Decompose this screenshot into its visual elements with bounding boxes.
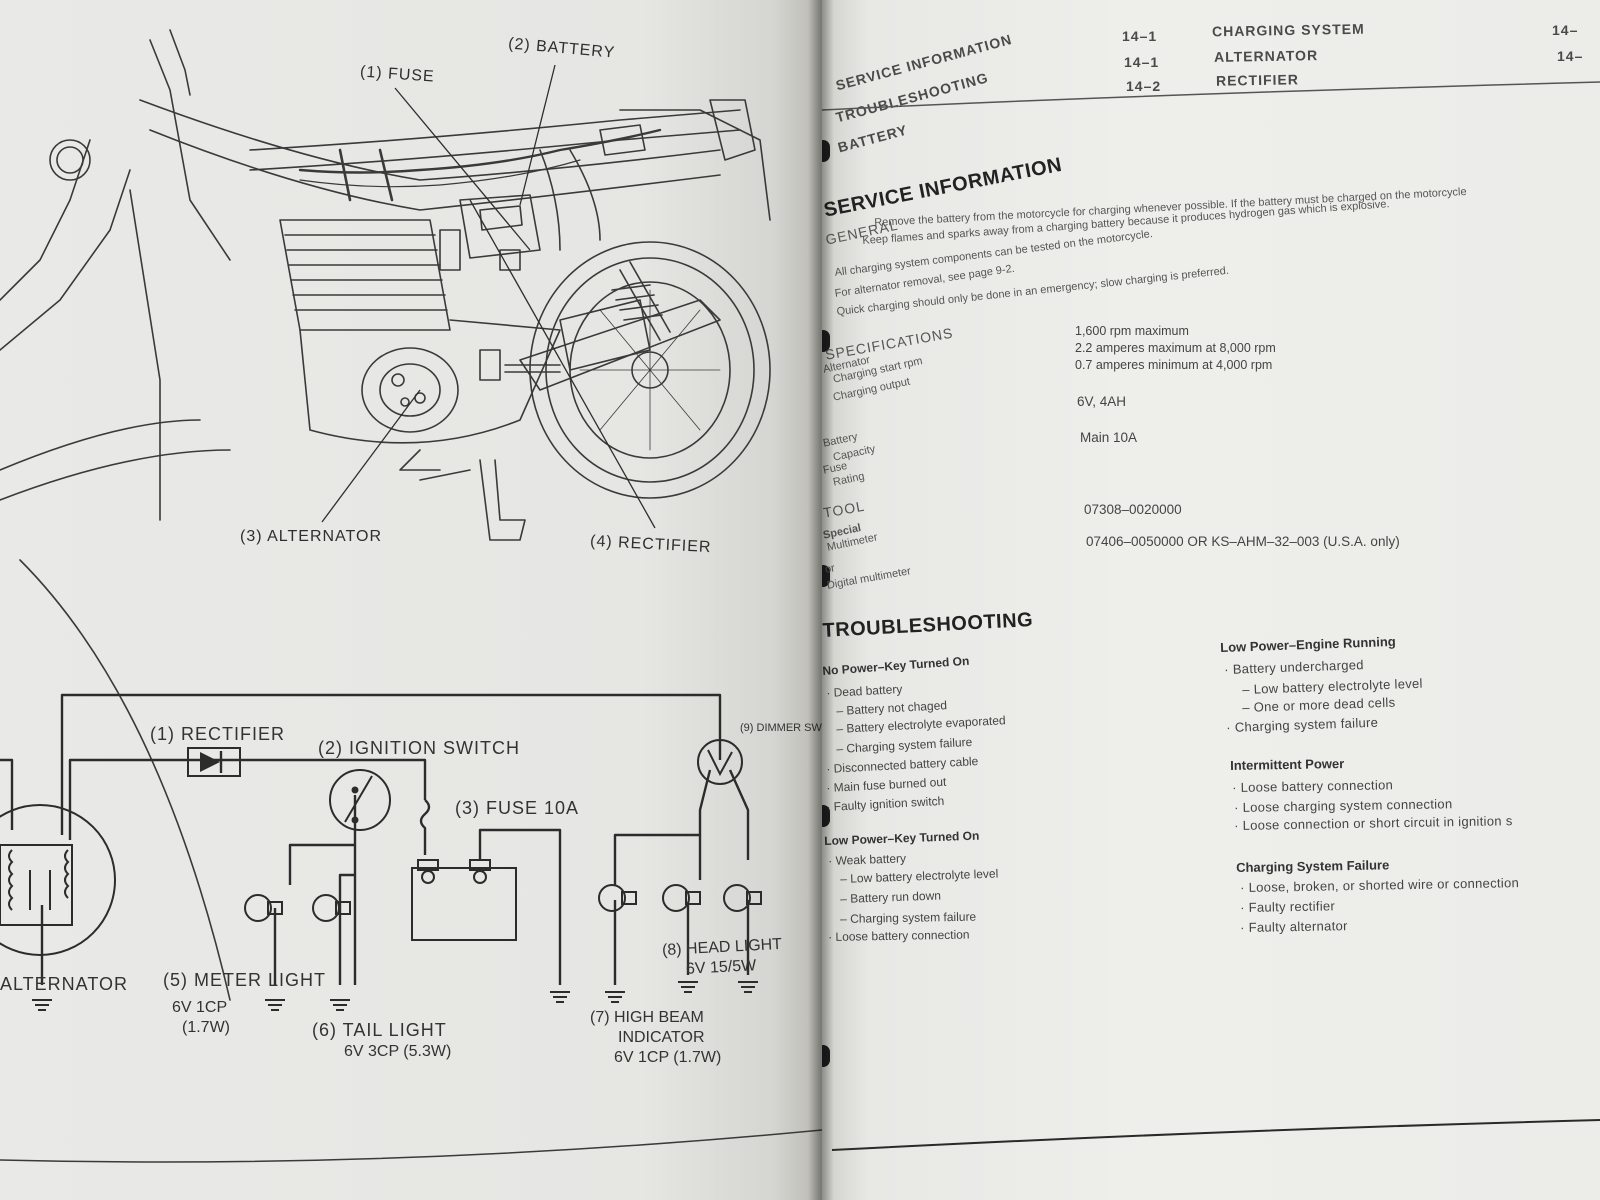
binding-hole — [822, 140, 830, 162]
bulbs — [244, 884, 762, 922]
toc-page-2: 14–1 — [1124, 54, 1160, 70]
right-page: SERVICE INFORMATION TROUBLESHOOTING BATT… — [822, 0, 1600, 1200]
binding-hole — [822, 1045, 830, 1067]
tool-multimeter-number: 07308–0020000 — [1084, 502, 1182, 517]
ts-charging-failure-item: · Faulty rectifier — [1240, 898, 1336, 915]
ts-intermittent-heading: Intermittent Power — [1230, 756, 1345, 773]
ts-low-power-key-item: · Weak battery — [828, 851, 907, 868]
toc-page-1: 14–1 — [1122, 28, 1158, 44]
page-rules — [822, 81, 1600, 1151]
dimmer-switch-symbol — [697, 739, 743, 785]
toc-right-page-1: 14– — [1552, 22, 1579, 38]
tool-digital-multimeter-number: 07406–0050000 OR KS–AHM–32–003 (U.S.A. o… — [1086, 534, 1400, 549]
left-page: (1) FUSE (2) BATTERY (3) ALTERNATOR (4) … — [0, 0, 822, 1200]
label-dimmer-switch: (9) DIMMER SWITCH — [740, 722, 822, 734]
wire-rectifier — [68, 758, 427, 840]
diode-symbol — [187, 747, 241, 777]
meter-light-spec-1: 6V 1CP — [172, 999, 228, 1016]
label-meter-light: (5) METER LIGHT — [163, 970, 327, 990]
ts-charging-failure-heading: Charging System Failure — [1236, 857, 1390, 875]
label-rectifier: (1) RECTIFIER — [150, 724, 286, 744]
spec-output-2: 0.7 amperes minimum at 4,000 rpm — [1075, 358, 1273, 372]
tail-light-spec: 6V 3CP (5.3W) — [344, 1043, 452, 1060]
ts-intermittent-item: · Loose battery connection — [1232, 777, 1394, 795]
ts-charging-failure-item: · Faulty alternator — [1240, 918, 1348, 935]
ignition-switch-symbol — [329, 769, 391, 831]
callout-alternator: (3) ALTERNATOR — [240, 528, 383, 545]
label-tail-light: (6) TAIL LIGHT — [312, 1020, 447, 1040]
label-ignition-switch: (2) IGNITION SWITCH — [318, 738, 520, 758]
book-gutter — [808, 0, 834, 1200]
label-high-beam-2: INDICATOR — [618, 1029, 705, 1046]
alternator-symbol — [0, 804, 116, 956]
toc-right-page-2: 14– — [1557, 48, 1584, 64]
label-high-beam-1: (7) HIGH BEAM — [590, 1009, 704, 1026]
spec-charging-start: 1,600 rpm maximum — [1075, 324, 1189, 338]
ground-symbols — [32, 981, 758, 1011]
ts-low-power-key-item: – Charging system failure — [840, 909, 977, 926]
ts-low-power-key-item: · Loose battery connection — [828, 927, 970, 944]
toc-page-3: 14–2 — [1126, 78, 1162, 94]
spec-fuse-rating: Main 10A — [1080, 430, 1138, 445]
binding-hole — [822, 330, 830, 352]
meter-light-spec-2: (1.7W) — [182, 1019, 230, 1036]
wiring-diagram — [0, 693, 822, 1163]
head-light-spec: 6V 15/5W — [685, 957, 757, 978]
spec-output-1: 2.2 amperes maximum at 8,000 rpm — [1075, 341, 1276, 355]
binding-hole — [822, 565, 830, 587]
motorcycle-illustration — [0, 29, 771, 1001]
wire-top-loop — [60, 693, 722, 835]
spec-battery-capacity: 6V, 4AH — [1077, 394, 1127, 409]
battery-symbol — [411, 859, 517, 941]
binding-hole — [822, 805, 830, 827]
label-high-beam-3: 6V 1CP (1.7W) — [614, 1049, 722, 1066]
label-alternator: ALTERNATOR — [0, 974, 129, 994]
label-fuse: (3) FUSE 10A — [455, 798, 580, 818]
